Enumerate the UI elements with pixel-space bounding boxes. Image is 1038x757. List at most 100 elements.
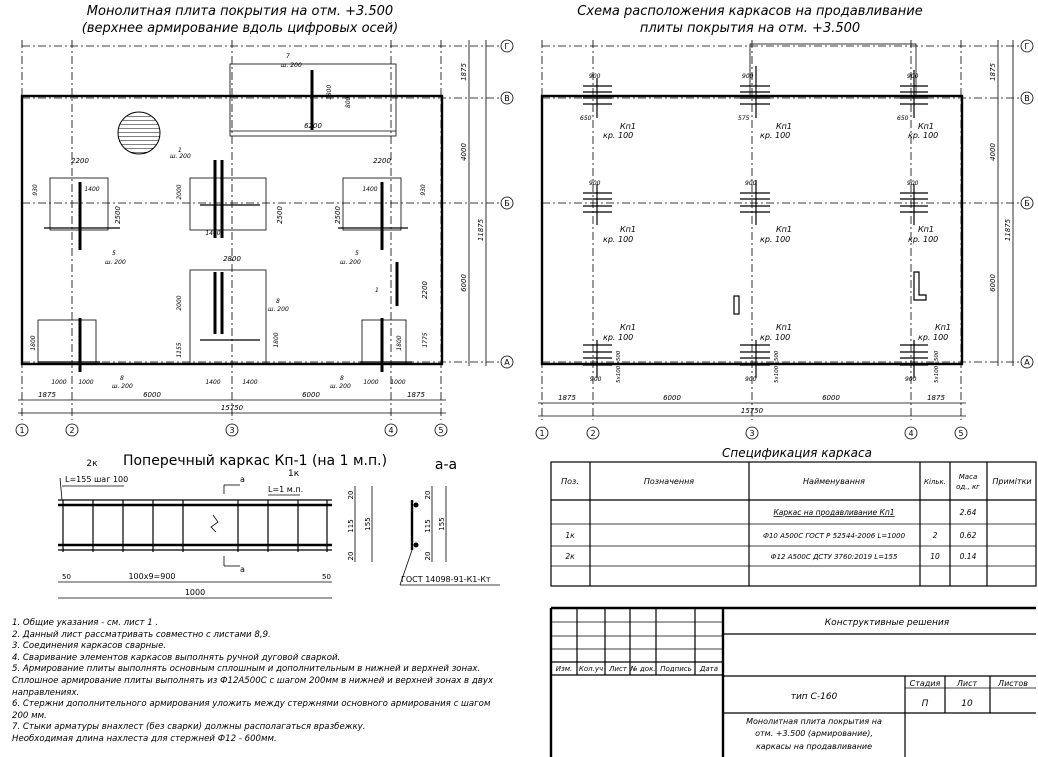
dim-2200-a4: 2200 — [421, 281, 429, 299]
r-dim-900-b4: 900 — [907, 180, 919, 187]
stamp-header-doc: № док. — [629, 665, 655, 673]
spec-header-qty: Кільк. — [924, 478, 946, 486]
frame-group-a3: Кп1 кр. 100 900 5х100=500 — [740, 323, 792, 383]
dim-50-right: 50 — [322, 573, 331, 581]
r-frame-qty-a2: кр. 100 — [603, 333, 633, 342]
r-frame-label-b3: Кп1 — [776, 225, 792, 234]
stamp-sheet: 10 — [961, 699, 973, 709]
step-b4: ш. 200 — [340, 259, 361, 266]
frame-verticals — [62, 500, 328, 552]
stamp-stage-label: Стадия — [910, 679, 941, 688]
spec-header-pos: Поз. — [561, 477, 579, 486]
dim-1000-a4-1: 1000 — [363, 379, 378, 386]
axis-label-b: Б — [504, 199, 510, 208]
dim-2000-b3: 2000 — [176, 184, 183, 199]
left-plan-title-1: Монолитная плита покрытия на отм. +3.500 — [87, 4, 393, 19]
r-axis-label-3: 3 — [749, 429, 754, 438]
note-line: Необходимая длина нахлеста для стержней … — [12, 733, 277, 744]
r-dim-bottom-1: 1875 — [558, 394, 576, 402]
axis-label-4: 4 — [388, 426, 393, 435]
dim-1775-a4: 1775 — [422, 332, 429, 347]
sec-dim-155: 155 — [438, 517, 446, 530]
r-dim-900-a2: 900 — [590, 376, 602, 383]
frame-group-b4: 900 Кп1 кр. 100 — [900, 180, 938, 244]
spec-row-2-qty: 2 — [933, 531, 938, 540]
stamp-header-izm: Изм. — [556, 665, 572, 673]
note-line: 200 мм. — [12, 710, 47, 721]
r-column-mark-2 — [913, 271, 927, 301]
dim-2200-b2: 2200 — [71, 157, 89, 165]
axis-bubble-5 — [434, 423, 448, 437]
r-dim-right-total: 11875 — [1004, 218, 1012, 241]
r-frame-qty-v3: кр. 100 — [760, 131, 790, 140]
note-line: 5. Армирование плиты выполнять основным … — [12, 664, 481, 675]
axis-label-1: 1 — [19, 426, 24, 435]
r-frame-qty-b2: кр. 100 — [603, 235, 633, 244]
axis-bubble-3 — [225, 423, 239, 437]
axis-label-a: А — [504, 358, 510, 367]
zone-a2 — [37, 319, 97, 365]
right-slab-projection — [749, 43, 917, 97]
mark-1-a4: 1 — [375, 287, 379, 294]
r-dim-900-v3: 900 — [742, 73, 754, 80]
mark-8-a4: 8 — [340, 375, 344, 382]
r-frame-label-a2: Кп1 — [620, 323, 636, 332]
stamp-desc-2: отм. +3.500 (армирование), — [755, 729, 873, 738]
r-axis-label-2: 2 — [590, 429, 595, 438]
r-dim-total: 15750 — [741, 407, 764, 415]
spec-row-2-name: Ф10 А500С ГОСТ Р 52544-2006 L=1000 — [763, 532, 906, 540]
note-line: 1. Общие указания - см. лист 1 . — [12, 618, 159, 628]
mark-5-b2: 5 — [112, 250, 116, 257]
dim-930-b4: 930 — [420, 184, 427, 196]
dim-1800-top: 1800 — [326, 85, 333, 100]
dim-bottom-1: 1875 — [38, 391, 56, 399]
label-l155: L=155 шаг 100 — [65, 475, 128, 484]
frame-group-v4: 900 650 Кп1 кр. 100 — [897, 70, 938, 140]
step-a4: ш. 200 — [330, 383, 351, 390]
dim-115: 115 — [347, 519, 355, 532]
note-line: направлениях. — [12, 687, 80, 698]
axis-label-v: В — [504, 94, 510, 103]
zone-a3 — [189, 269, 267, 365]
axis-label-g: Г — [505, 42, 510, 51]
spec-title: Спецификация каркаса — [722, 446, 872, 460]
spec-table: Спецификация каркаса Поз. Позначення Най… — [550, 446, 1037, 587]
spec-header-note: Примітки — [992, 477, 1031, 486]
step-label-top: ш. 200 — [281, 62, 302, 69]
mark-8-a2: 8 — [120, 375, 124, 382]
dim-930-b2: 930 — [32, 184, 39, 196]
dim-6200: 6200 — [304, 122, 322, 130]
label-l1: L=1 м.п. — [268, 485, 303, 494]
r-dim-5x100-a4: 5х100=500 — [934, 350, 940, 383]
r-frame-qty-v4: кр. 100 — [908, 131, 938, 140]
axis-label-2: 2 — [69, 426, 74, 435]
r-dim-900-a4: 900 — [905, 376, 917, 383]
r-axis-label-1: 1 — [539, 429, 544, 438]
spec-header-code: Позначення — [644, 477, 694, 486]
dim-20-bottom: 20 — [347, 552, 355, 561]
note-line: 7. Стыки арматуры внахлест (без сварки) … — [12, 722, 366, 733]
axis-bubble-4 — [384, 423, 398, 437]
dim-2200-b4: 2200 — [373, 157, 391, 165]
frame-group-b2: 900 Кп1 кр. 100 — [583, 180, 636, 244]
note-line: Сплошное армирование плиты выполнять из … — [12, 675, 494, 686]
opening-hatched — [117, 111, 161, 155]
spec-row-2-pos: 1к — [565, 531, 575, 540]
cut-a-bottom: а — [240, 565, 245, 574]
r-frame-qty-b4: кр. 100 — [908, 235, 938, 244]
r-dim-5x100-a2: 5х100=500 — [616, 350, 622, 383]
break-mark — [210, 514, 219, 533]
stamp-header-date: Дата — [699, 665, 718, 673]
dim-1000-a2-1: 1000 — [51, 379, 66, 386]
r-column-mark-1 — [733, 295, 740, 315]
dim-2500-b4: 2500 — [334, 206, 342, 224]
r-frame-label-v2: Кп1 — [620, 122, 636, 131]
r-axis-label-5: 5 — [958, 429, 963, 438]
section-title: а-а — [435, 457, 457, 473]
r-dim-900-b3: 900 — [745, 180, 757, 187]
axis-bubble-2 — [65, 423, 79, 437]
r-dim-575-v3: 575 — [738, 115, 750, 122]
r-frame-qty-b3: кр. 100 — [760, 235, 790, 244]
frame-detail: Поперечный каркас Кп-1 (на 1 м.п.) а-а 2… — [58, 453, 500, 599]
